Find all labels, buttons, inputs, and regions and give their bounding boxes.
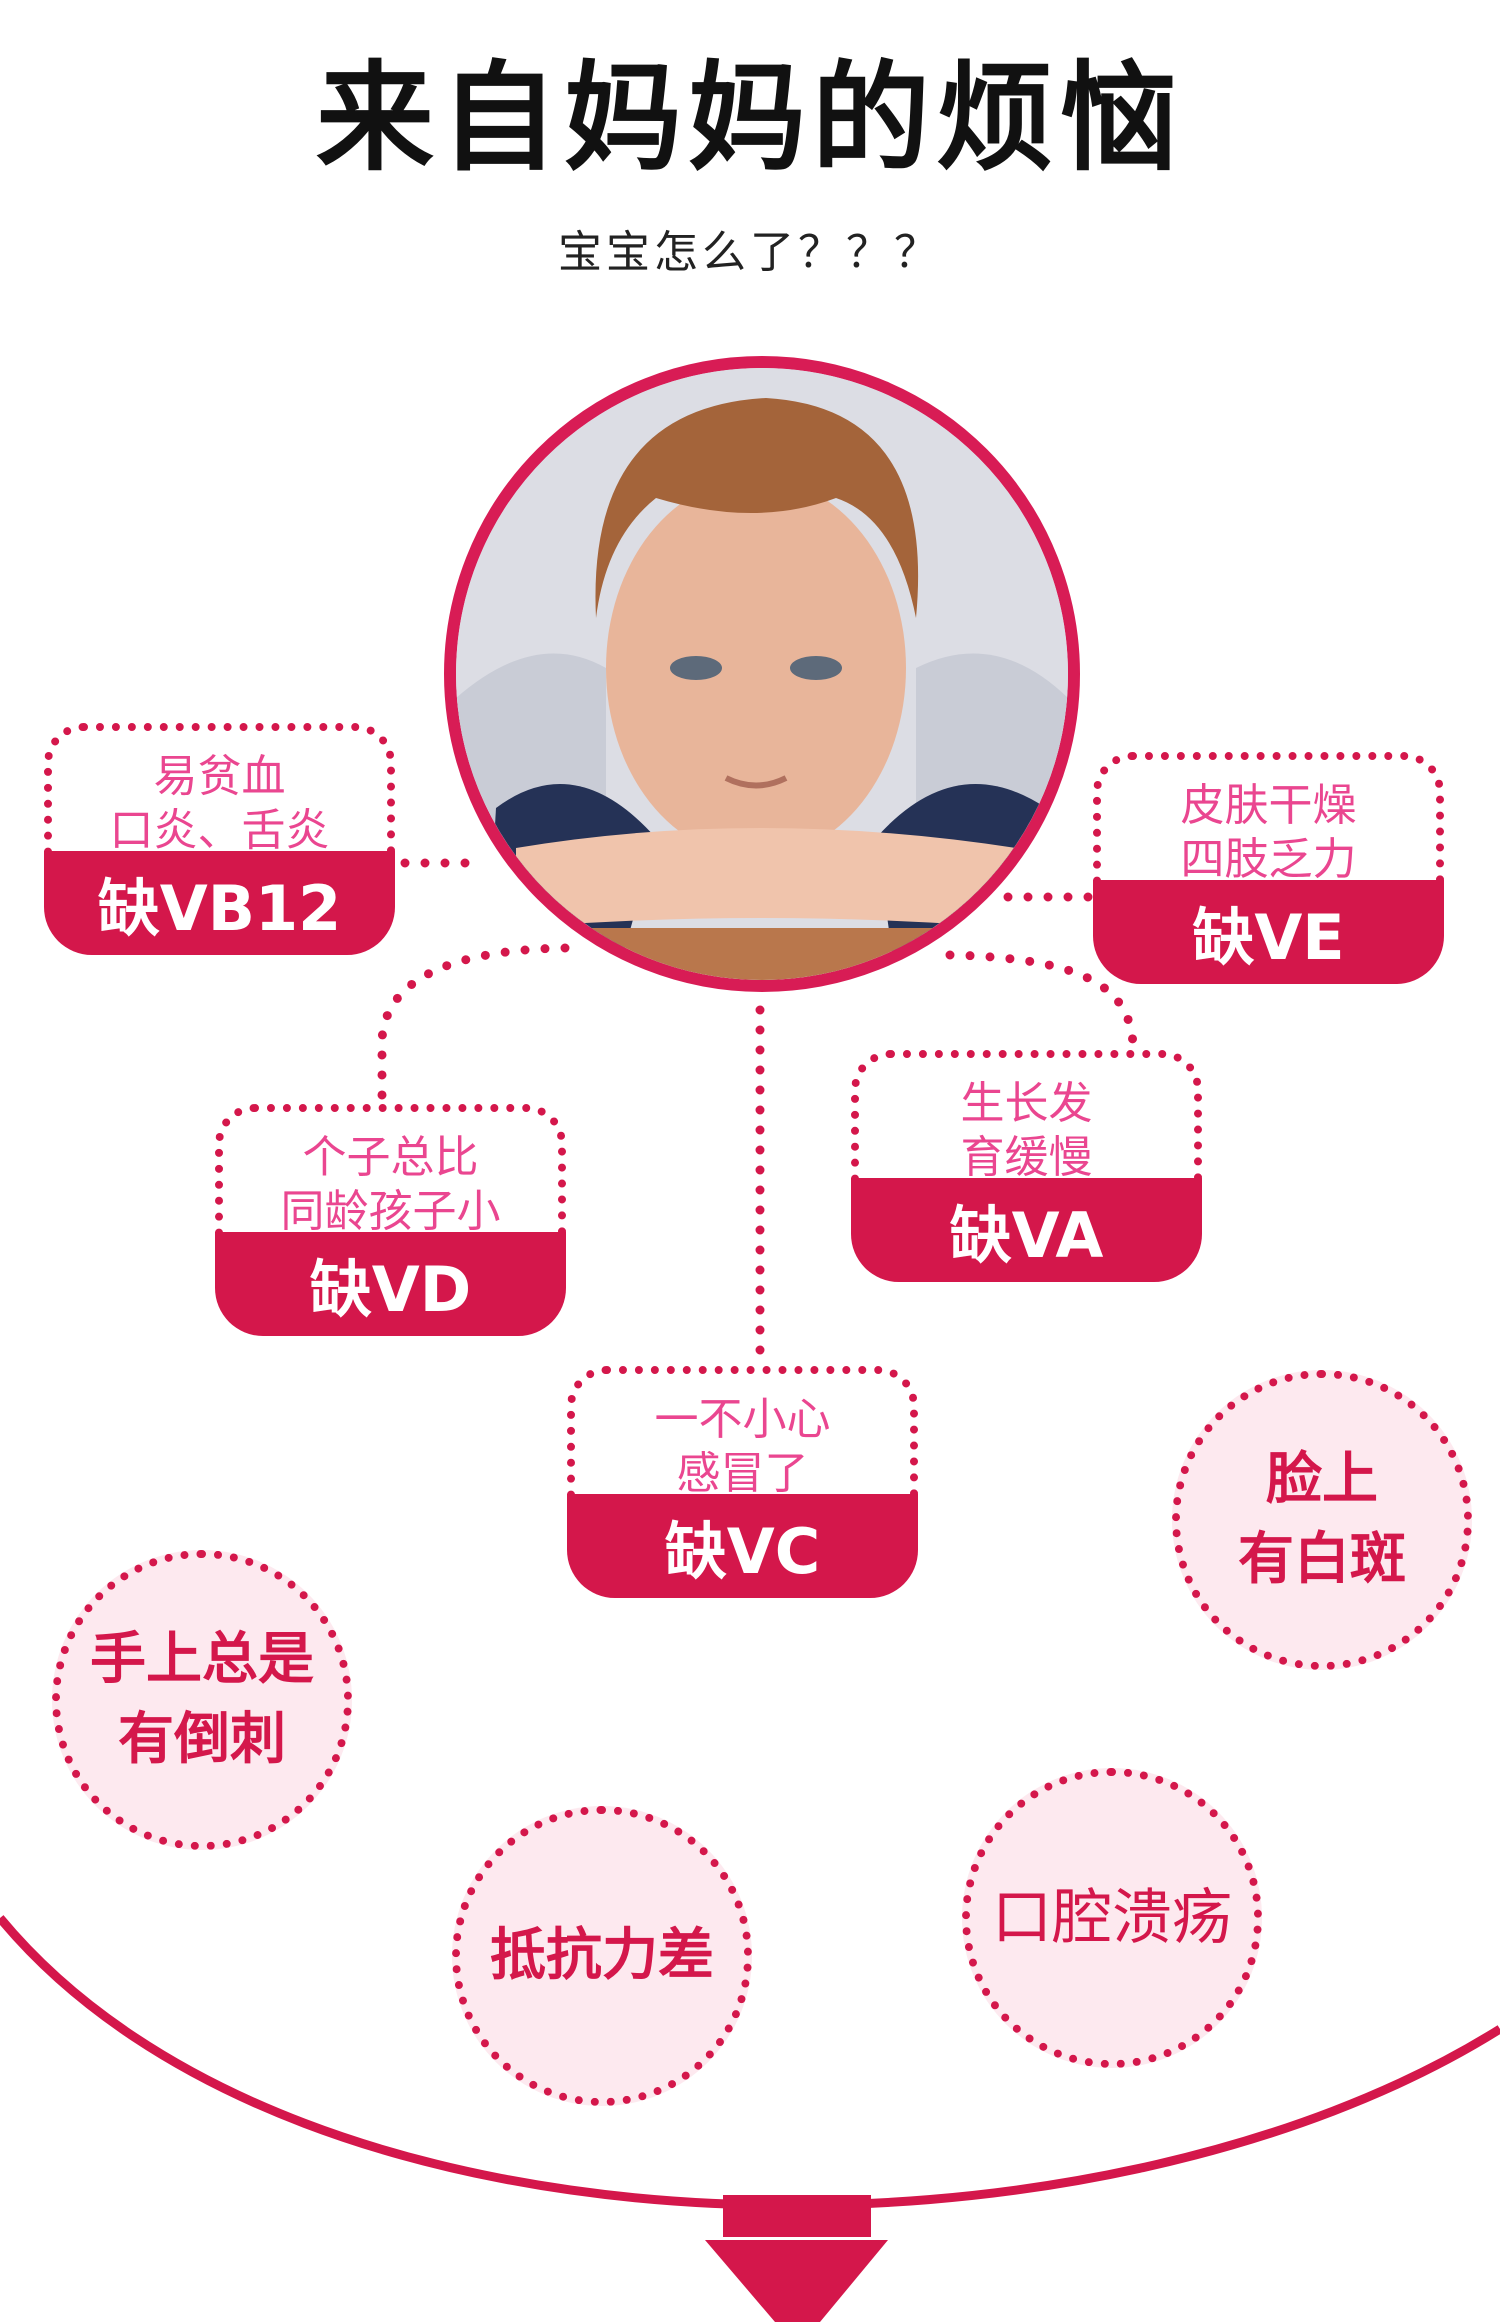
deficiency-label: 缺VA (851, 1178, 1202, 1282)
child-portrait-photo-icon (456, 368, 1068, 980)
bubble-line: 口腔溃疡 (992, 1883, 1232, 1953)
symptom-line: 育缓慢 (960, 1132, 1093, 1183)
deficiency-card-vb12: 易贫血口炎、舌炎 缺VB12 (44, 723, 395, 955)
bubble-line: 抵抗力差 (490, 1923, 714, 1988)
page-subtitle: 宝宝怎么了？？？ (558, 227, 942, 278)
connector-va (945, 950, 1138, 1050)
symptom-line: 四肢乏力 (1180, 834, 1357, 885)
arrow-down-icon (705, 2240, 888, 2322)
bubble-line: 有白斑 (1238, 1527, 1406, 1592)
symptom-line: 口炎、舌炎 (109, 805, 330, 856)
symptom-line: 皮肤干燥 (1180, 780, 1357, 831)
symptom-bubble-hangnails: 手上总是 有倒刺 (52, 1550, 352, 1850)
bubble-line: 有倒刺 (118, 1707, 286, 1772)
child-photo (444, 356, 1080, 992)
symptom-line: 一不小心 (654, 1394, 831, 1445)
symptom-line: 同龄孩子小 (280, 1186, 501, 1237)
bubble-line: 手上总是 (90, 1627, 314, 1692)
symptom-bubble-white-spots: 脸上 有白斑 (1172, 1370, 1472, 1670)
connector-vd (377, 943, 570, 1105)
deficiency-card-vc: 一不小心感冒了 缺VC (567, 1366, 918, 1598)
symptom-line: 感冒了 (676, 1448, 809, 1499)
symptom-line: 个子总比 (302, 1132, 479, 1183)
arrow-stem (723, 2195, 871, 2237)
deficiency-label: 缺VD (215, 1232, 566, 1336)
deficiency-label: 缺VC (567, 1494, 918, 1598)
symptom-line: 易贫血 (153, 751, 286, 802)
symptom-bubble-mouth-ulcers: 口腔溃疡 (962, 1768, 1262, 2068)
deficiency-label: 缺VB12 (44, 851, 395, 955)
page-title: 来自妈妈的烦恼 (315, 49, 1184, 187)
symptom-line: 生长发 (960, 1078, 1093, 1129)
deficiency-card-vd: 个子总比同龄孩子小 缺VD (215, 1104, 566, 1336)
deficiency-label: 缺VE (1093, 880, 1444, 984)
deficiency-card-ve: 皮肤干燥四肢乏力 缺VE (1093, 752, 1444, 984)
symptom-bubble-low-immunity: 抵抗力差 (452, 1806, 752, 2106)
deficiency-card-va: 生长发育缓慢 缺VA (851, 1050, 1202, 1282)
bubble-line: 脸上 (1266, 1447, 1378, 1512)
bottom-arc (0, 1915, 1500, 2210)
